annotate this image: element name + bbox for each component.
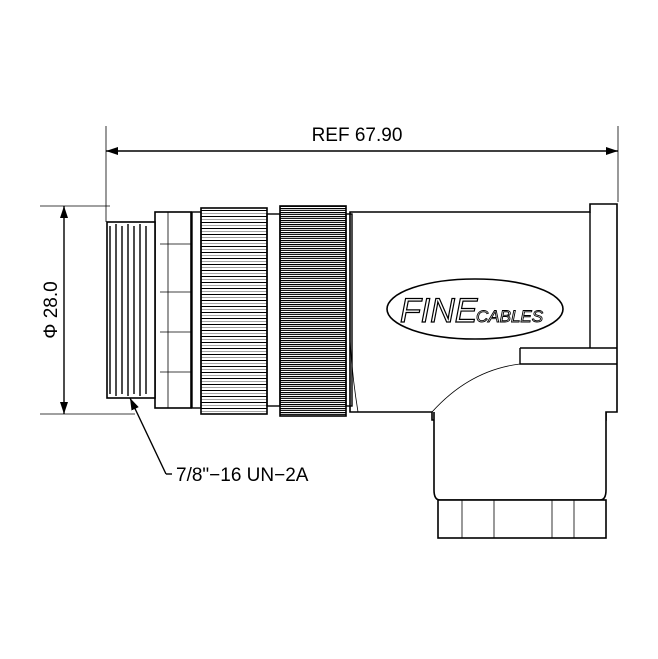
thread-label: 7/8"−16 UN−2A <box>176 465 309 486</box>
length-dimension: REF 67.90 <box>105 125 619 222</box>
length-label: REF 67.90 <box>312 125 403 146</box>
logo-sub-text: CABLES <box>476 307 544 326</box>
thread-callout: 7/8"−16 UN−2A <box>129 397 309 486</box>
thread-lines <box>109 224 147 396</box>
logo-main-text: FINE <box>400 292 478 330</box>
diameter-dimension: Φ 28.0 <box>40 205 135 415</box>
connector-body: FINE CABLES <box>106 203 618 539</box>
diameter-label: Φ 28.0 <box>41 281 62 338</box>
finecables-logo: FINE CABLES <box>386 278 564 340</box>
